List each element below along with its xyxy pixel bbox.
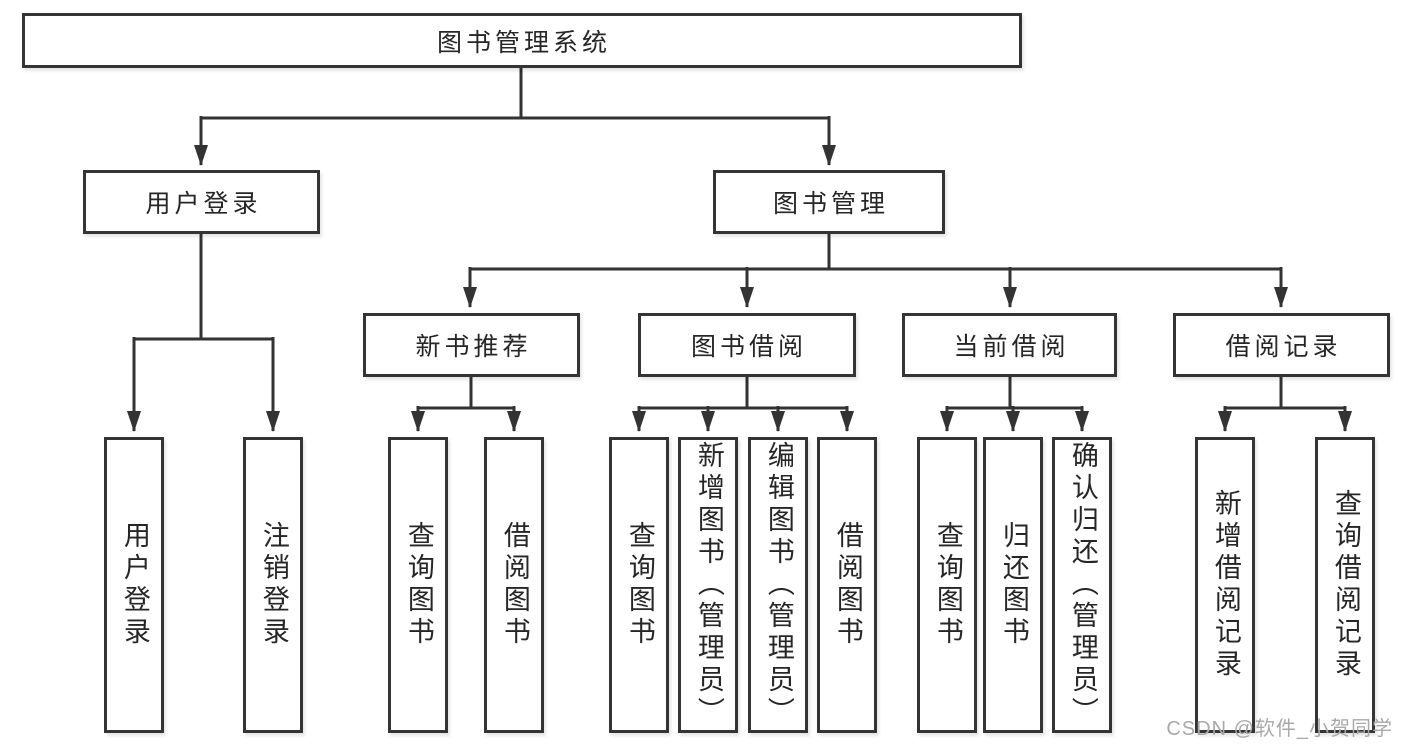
node-book-management-label: 图书管理 <box>772 190 889 218</box>
leaf-search-books-borrow-label: 查询图书 <box>624 521 655 649</box>
node-user-login: 用户登录 <box>83 170 320 234</box>
leaf-borrow-books-recommend-label: 借阅图书 <box>499 521 530 649</box>
node-book-management: 图书管理 <box>713 170 945 234</box>
leaf-search-borrow-record: 查询借阅记录 <box>1315 437 1375 733</box>
leaf-edit-book-admin: 编辑图书（管理员） <box>748 437 808 733</box>
leaf-user-login-label: 用户登录 <box>119 521 150 649</box>
leaf-add-book-admin: 新增图书（管理员） <box>678 437 738 733</box>
node-new-book-recommendation: 新书推荐 <box>363 313 580 377</box>
leaf-search-books-borrow: 查询图书 <box>609 437 669 733</box>
connector-book-management-group <box>463 234 1288 308</box>
connector-book-borrow-group <box>632 377 854 432</box>
node-borrowing-records-label: 借阅记录 <box>1225 333 1342 361</box>
node-current-borrowing: 当前借阅 <box>902 313 1117 377</box>
leaf-search-books-current: 查询图书 <box>917 437 977 733</box>
leaf-user-login: 用户登录 <box>104 437 164 733</box>
leaf-return-books-label: 归还图书 <box>998 521 1029 649</box>
leaf-borrow-books-label: 借阅图书 <box>832 521 863 649</box>
node-book-borrowing-label: 图书借阅 <box>690 333 807 361</box>
connector-borrow-records-group <box>1218 377 1352 432</box>
node-user-login-label: 用户登录 <box>145 190 262 218</box>
leaf-search-books-current-label: 查询图书 <box>932 521 963 649</box>
leaf-add-borrow-record: 新增借阅记录 <box>1195 437 1255 733</box>
csdn-watermark: CSDN @软件_小贺同学 <box>1166 718 1393 740</box>
leaf-add-book-admin-label: 新增图书（管理员） <box>693 441 724 729</box>
connector-root-to-level2 <box>194 68 836 166</box>
leaf-confirm-return-admin-label: 确认归还（管理员） <box>1067 441 1098 729</box>
leaf-return-books: 归还图书 <box>983 437 1043 733</box>
connector-new-book-group <box>411 377 521 432</box>
leaf-logout-login-label: 注销登录 <box>258 521 289 649</box>
leaf-borrow-books: 借阅图书 <box>817 437 877 733</box>
leaf-search-books-recommend: 查询图书 <box>388 437 448 733</box>
node-new-book-recommendation-label: 新书推荐 <box>415 333 532 361</box>
node-current-borrowing-label: 当前借阅 <box>953 333 1070 361</box>
leaf-search-books-recommend-label: 查询图书 <box>403 521 434 649</box>
node-borrowing-records: 借阅记录 <box>1173 313 1390 377</box>
leaf-search-borrow-record-label: 查询借阅记录 <box>1330 489 1361 681</box>
leaf-edit-book-admin-label: 编辑图书（管理员） <box>763 441 794 729</box>
connector-user-login-group <box>127 234 280 432</box>
root-node: 图书管理系统 <box>22 13 1022 68</box>
connector-current-borrow-group <box>940 377 1089 432</box>
leaf-confirm-return-admin: 确认归还（管理员） <box>1052 437 1112 733</box>
leaf-add-borrow-record-label: 新增借阅记录 <box>1210 489 1241 681</box>
leaf-borrow-books-recommend: 借阅图书 <box>484 437 544 733</box>
leaf-logout-login: 注销登录 <box>243 437 303 733</box>
node-book-borrowing: 图书借阅 <box>638 313 856 377</box>
root-label: 图书管理系统 <box>436 28 611 57</box>
